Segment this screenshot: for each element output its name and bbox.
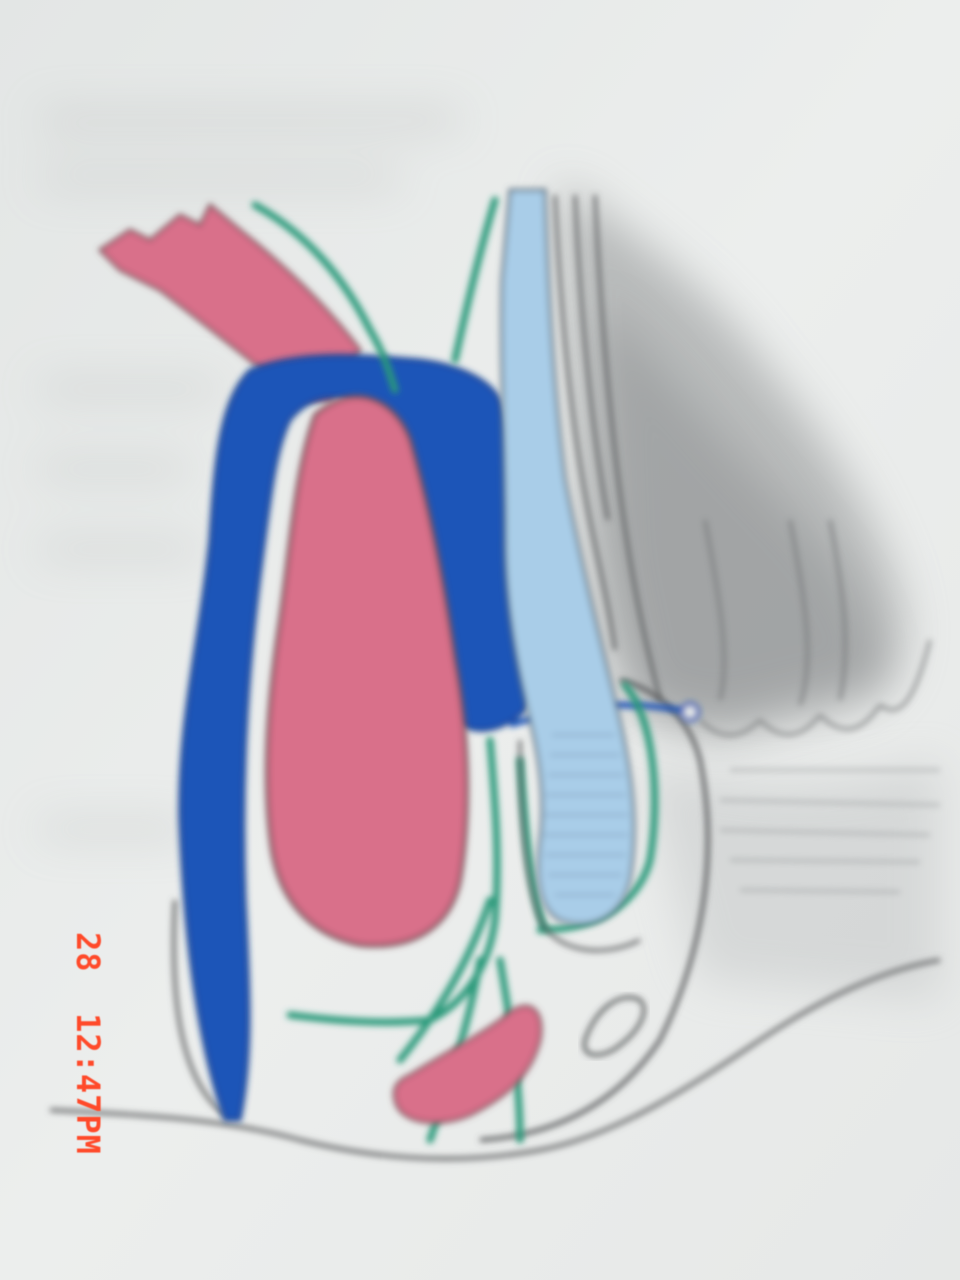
sac-outline	[479, 678, 710, 1142]
lining-curve	[518, 194, 662, 952]
photo-timestamp: 28 12:47PM	[68, 932, 108, 1155]
body-outline	[49, 899, 941, 1161]
faded-page-text	[40, 110, 460, 838]
artery-upper-strip	[97, 202, 362, 402]
timestamp-text: 28 12:47PM	[69, 932, 107, 1155]
small-structure	[582, 995, 646, 1057]
shaded-tissue	[560, 180, 941, 1000]
pink-organ-small	[392, 1004, 543, 1125]
pink-organ-large	[264, 395, 469, 948]
light-blue-tube	[500, 188, 636, 926]
